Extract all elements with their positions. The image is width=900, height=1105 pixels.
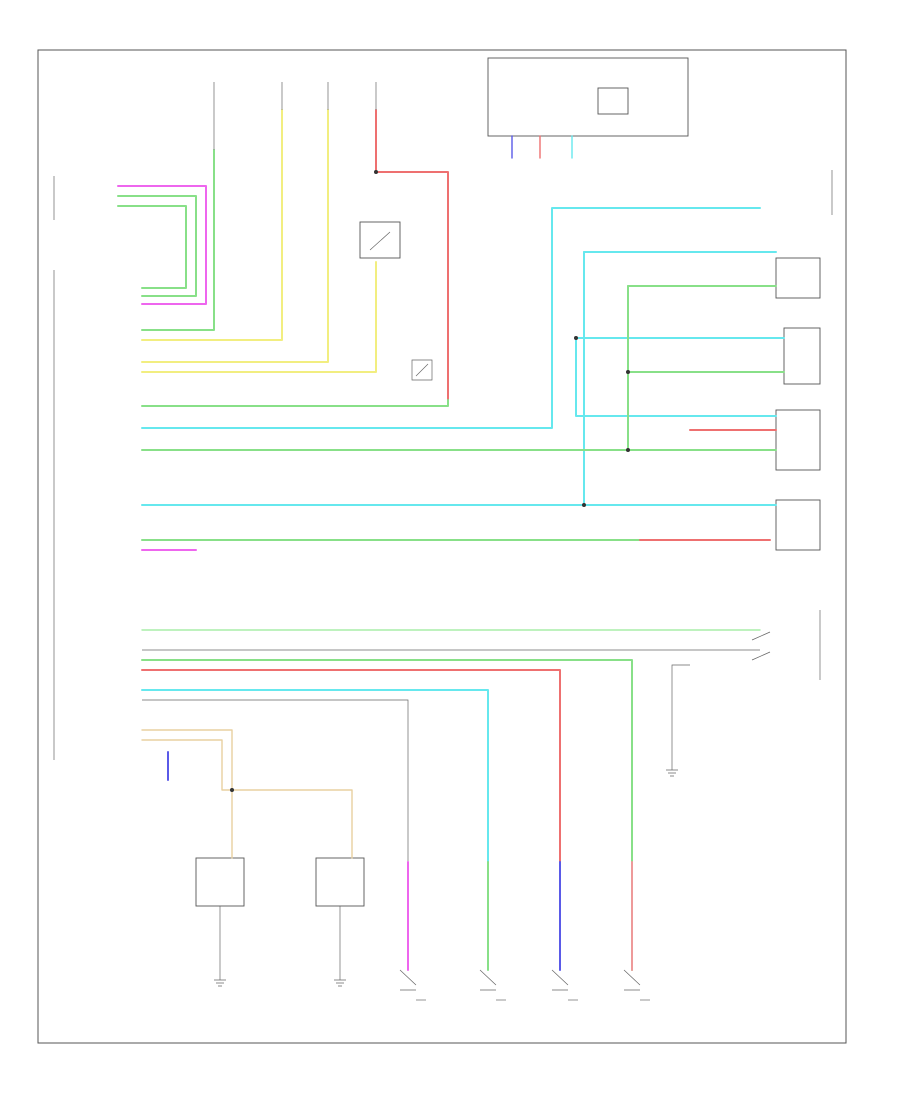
wire-green-top-3 — [141, 149, 215, 331]
wire-cyan-main — [141, 207, 761, 429]
wire-red-security — [375, 109, 449, 401]
top-module-box — [487, 57, 689, 137]
sensor-box-1 — [775, 257, 821, 299]
switch-icon — [623, 969, 641, 991]
connector-dot-icon — [230, 788, 234, 792]
wire-cyan-690 — [141, 689, 489, 863]
wire-red-670 — [141, 669, 561, 863]
diagram-border — [37, 49, 847, 1044]
ground-icon — [214, 979, 226, 987]
ground-icon — [666, 769, 678, 777]
connector-dot-icon — [574, 336, 578, 340]
junction-dots — [230, 170, 630, 792]
ground-icon — [334, 979, 346, 987]
connector-dot-icon — [374, 170, 378, 174]
wire-yellow-2 — [141, 109, 329, 363]
sensor-box-2 — [783, 327, 821, 385]
top-module-inner-relay — [597, 87, 629, 115]
wire-tan-1 — [141, 729, 233, 859]
switch-icon — [479, 969, 497, 991]
left-actuator — [195, 857, 245, 907]
sensor-box-4 — [775, 499, 821, 551]
middle-relay-contact — [369, 231, 391, 251]
connector-dot-icon — [582, 503, 586, 507]
wire-cyan-branch-4 — [575, 337, 777, 417]
wire-green-660 — [141, 659, 633, 971]
relay-icon — [411, 359, 433, 381]
right-actuator — [315, 857, 365, 907]
wires — [117, 82, 785, 980]
switch-icon — [551, 969, 569, 991]
wire-ground-right-switch — [671, 664, 690, 770]
sensor-box-3 — [775, 409, 821, 471]
door-switches — [399, 631, 771, 991]
grounds — [214, 769, 678, 1001]
connector-dot-icon — [626, 370, 630, 374]
middle-relay — [359, 221, 401, 259]
wire-yellow-3 — [141, 261, 377, 373]
wire-green-top-2 — [117, 205, 187, 289]
wire-pink-top — [117, 185, 207, 305]
connector-dot-icon — [626, 448, 630, 452]
switch-icon — [751, 631, 771, 641]
wire-green-security — [141, 399, 449, 407]
switch-icon — [751, 651, 771, 661]
wire-white-700 — [142, 699, 409, 862]
wire-green-top-1 — [117, 195, 197, 297]
wire-yellow-1 — [141, 109, 283, 341]
wire-tan-2 — [141, 739, 353, 859]
switch-icon — [399, 969, 417, 991]
